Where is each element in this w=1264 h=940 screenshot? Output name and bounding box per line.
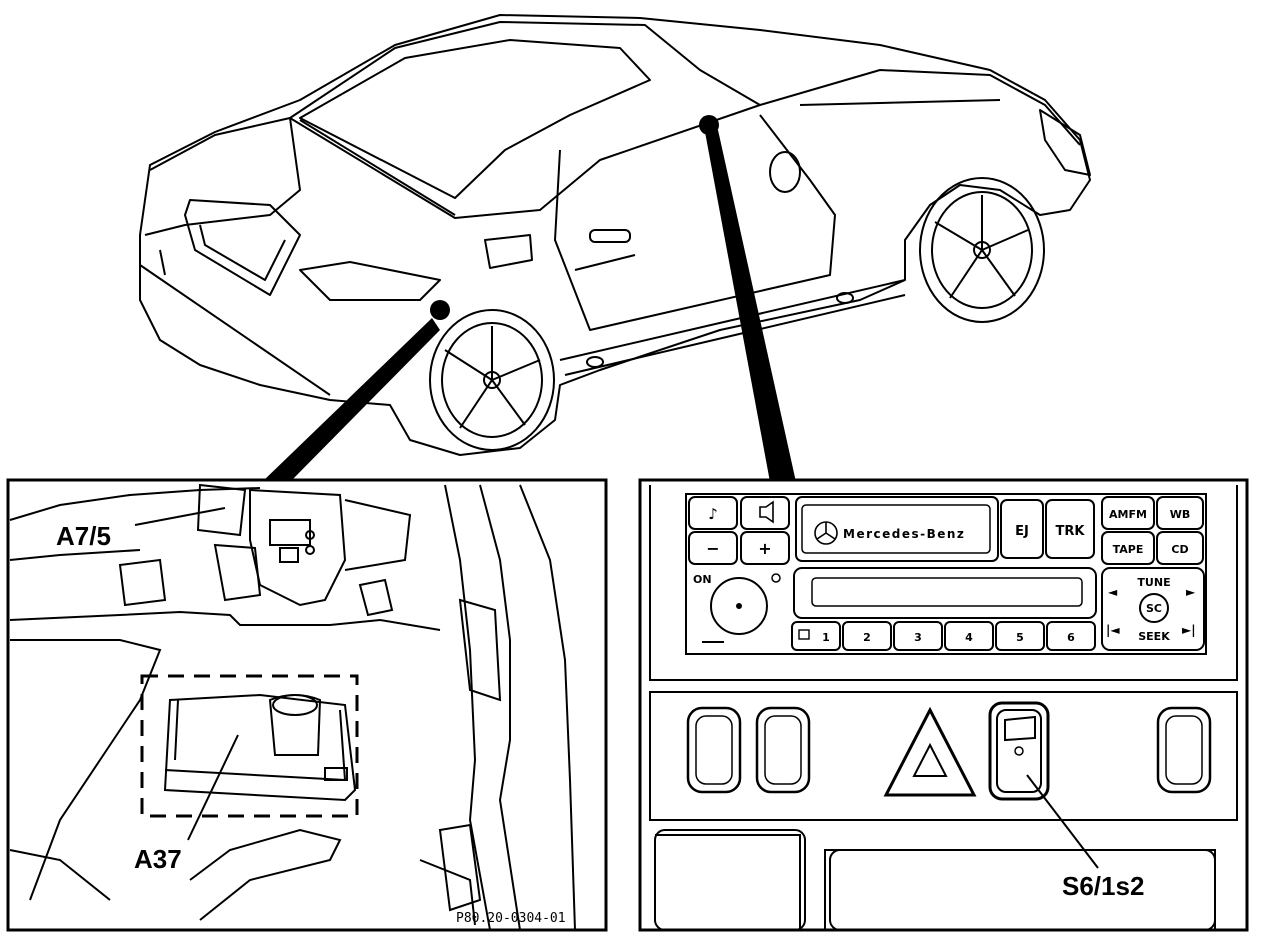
volume-down-button[interactable] <box>688 531 738 565</box>
seek-label: SEEK <box>1138 630 1170 643</box>
scan-button[interactable] <box>1139 593 1169 623</box>
tape-label: TAPE <box>1113 543 1144 556</box>
label-a37: A37 <box>134 844 182 874</box>
leader-rear <box>262 318 440 482</box>
leader-s6-1s2 <box>1026 774 1099 869</box>
reference-number: P80.20-0304-01 <box>456 911 566 926</box>
preset-button-3[interactable] <box>893 621 943 651</box>
mute-button[interactable] <box>740 496 790 530</box>
leader-a7-5 <box>134 507 226 526</box>
sound-icon: ♪ <box>708 505 718 523</box>
detail-panel-left: A7/5 A37 P80.20-0304-01 <box>6 478 608 932</box>
tune-right-button[interactable]: ► <box>1186 585 1196 599</box>
eject-label: EJ <box>1015 524 1029 539</box>
marker-rear <box>430 300 450 320</box>
roof-icon <box>1004 715 1036 742</box>
volume-up-button[interactable] <box>740 531 790 565</box>
preset-label-1: 1 <box>822 631 830 644</box>
rocker-switch-1[interactable] <box>686 706 742 794</box>
scan-label: SC <box>1146 602 1162 615</box>
preset-label-5: 5 <box>1016 631 1024 644</box>
label-a7-5: A7/5 <box>56 521 111 551</box>
leader-front <box>705 130 796 482</box>
amfm-label: AMFM <box>1109 508 1147 521</box>
sound-button[interactable] <box>688 496 738 530</box>
preset-button-2[interactable] <box>842 621 892 651</box>
eject-button[interactable] <box>1000 499 1044 559</box>
brand-panel <box>795 496 999 562</box>
preset-label-4: 4 <box>965 631 973 644</box>
speaker-icon <box>759 500 774 524</box>
wb-button[interactable] <box>1156 496 1204 530</box>
amfm-button[interactable] <box>1101 496 1155 530</box>
preset-label-2: 2 <box>863 631 871 644</box>
tape-button[interactable] <box>1101 531 1155 565</box>
preset-buttons: 1 2 3 4 5 6 <box>791 621 1096 651</box>
marker-front <box>699 115 719 135</box>
label-s6-1s2: S6/1s2 <box>1062 871 1144 901</box>
switch-row <box>686 701 1212 801</box>
memory-icon <box>798 629 810 640</box>
preset-button-1[interactable] <box>791 621 841 651</box>
preset-button-4[interactable] <box>944 621 994 651</box>
brand-name: Mercedes-Benz <box>843 527 965 541</box>
a37-area-outline <box>140 674 359 818</box>
rocker-switch-3[interactable] <box>1156 706 1212 794</box>
tune-seek-cluster: TUNE SEEK ◄ ► |◄ ►| SC <box>1101 567 1205 651</box>
wb-label: WB <box>1170 508 1191 521</box>
car-illustration <box>139 14 1091 456</box>
volume-up-label: + <box>758 539 771 558</box>
tune-label: TUNE <box>1137 576 1170 589</box>
preset-button-5[interactable] <box>995 621 1045 651</box>
seek-forward-button[interactable]: ►| <box>1182 623 1196 637</box>
roof-switch-s6-1s2[interactable] <box>988 701 1050 801</box>
track-label: TRK <box>1056 524 1086 539</box>
leader-a37 <box>187 734 239 841</box>
volume-down-label: − <box>706 539 719 558</box>
seek-back-button[interactable]: |◄ <box>1106 623 1120 637</box>
preset-label-3: 3 <box>914 631 922 644</box>
hazard-icon <box>912 742 948 777</box>
detail-panel-right: ♪ − + Mercedes-Benz EJ TRK AMFM <box>638 478 1249 932</box>
cd-label: CD <box>1171 543 1188 556</box>
power-label: ON <box>693 573 712 586</box>
tune-left-button[interactable]: ◄ <box>1108 585 1118 599</box>
track-button[interactable] <box>1045 499 1095 559</box>
indicator-led <box>771 573 781 583</box>
cassette-slot <box>793 567 1097 619</box>
preset-label-6: 6 <box>1067 631 1075 644</box>
switch-led <box>1014 746 1024 756</box>
radio-unit: ♪ − + Mercedes-Benz EJ TRK AMFM <box>685 493 1207 655</box>
rocker-switch-2[interactable] <box>755 706 811 794</box>
cd-button[interactable] <box>1156 531 1204 565</box>
preset-button-6[interactable] <box>1046 621 1096 651</box>
mercedes-star-icon <box>814 521 838 545</box>
hazard-button[interactable] <box>883 706 977 797</box>
location-markers <box>262 115 796 482</box>
